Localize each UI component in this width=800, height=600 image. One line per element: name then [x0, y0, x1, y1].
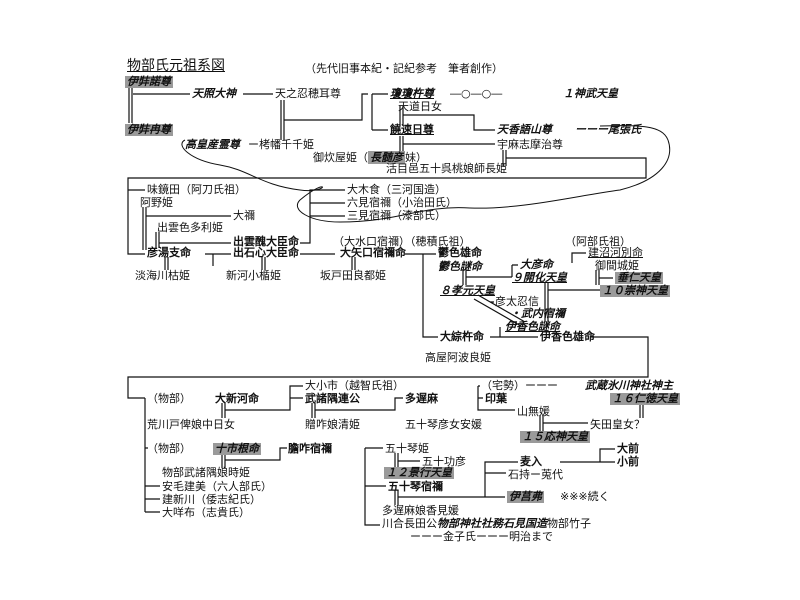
node-ose: 大前: [617, 442, 639, 455]
kawai-label: 川合長田公: [382, 517, 437, 530]
node-izumoshiko: 出雲醜大臣命: [233, 235, 299, 248]
node-izumoshikotome: 出雲色多利姫: [157, 221, 223, 234]
node-oheso: 大綜杵命: [440, 330, 484, 343]
page-title: 物部氏元祖系図: [127, 58, 225, 74]
node-takaya: 高屋阿波良姫: [425, 351, 491, 364]
node-isekotosukune: 五十琴宿禰: [388, 480, 443, 493]
node-umashimaji: 宇麻志摩治尊: [497, 138, 563, 151]
node-niikawa: 新河小楯姫: [226, 269, 281, 282]
node-yasumo: 安毛建美（六人部氏）: [162, 480, 272, 493]
node-mimi: 三見宿禰（漆部氏）: [347, 209, 446, 222]
node-takamimusubi: 高皇産霊尊: [185, 138, 240, 151]
node-kaneko: ーーー金子氏ーーー明治まで: [410, 530, 553, 543]
node-takuhata: ー栲幡千千姫: [248, 138, 314, 151]
node-circles: ―○―○―: [450, 87, 503, 100]
node-ominakuchi: （大水口宿禰）（穂積氏祖）: [333, 235, 471, 248]
node-utsushikome: 鬱色謎命: [438, 260, 482, 273]
node-kagoyama: 天香語山尊: [497, 123, 552, 136]
node-ninigi: 瓊瓊杵尊: [390, 87, 434, 100]
node-ikui: 膽咋宿禰: [288, 442, 332, 455]
node-hikofutooshi: 彦太忍信: [495, 295, 539, 308]
node-kogen: ８孝元天皇: [440, 284, 495, 297]
node-oshihomimi: 天之忍穂耳尊: [275, 87, 341, 100]
node-sakatobe: 坂戸田良都姫: [320, 269, 386, 282]
node-oumikawa: 淡海川枯姫: [135, 269, 190, 282]
node-umashimaji-child: 味鏡田（阿刀氏祖）: [147, 183, 246, 196]
node-ohiko: 大彦命: [520, 258, 553, 271]
node-suinin: 垂仁天皇: [615, 271, 663, 284]
node-abe-so: （阿部氏祖）: [565, 235, 631, 248]
node-hikoyusu: 彦湯支命: [147, 246, 191, 259]
node-oyakuchi: 大矢口宿禰命: [340, 246, 406, 259]
node-ikume: 活目邑五十呉桃娘師長姫: [386, 162, 507, 175]
node-nigihayahi: 饒速日尊: [390, 123, 434, 136]
node-izushigokoro: 出石心大臣命: [233, 246, 299, 259]
mikashiya-end: 妹）: [405, 151, 427, 164]
node-sujin: １０崇神天皇: [600, 284, 670, 297]
node-continue: ※※※続く: [560, 490, 610, 503]
node-yata: 矢田皇女？: [590, 418, 645, 431]
node-owari: ーーー尾張氏: [575, 123, 641, 136]
node-keiko: １２景行天皇: [384, 466, 454, 479]
node-mugiiri: 麦入: [520, 455, 542, 468]
node-ojin: １５応神天皇: [520, 430, 590, 443]
node-ano: 阿野姫: [140, 196, 173, 209]
node-tokihime: 物部武諸隅娘時姫: [162, 466, 250, 479]
iwami-label: 物部神社社務石見国造: [437, 517, 547, 530]
node-arakawa: 荒川戸俾娘中日女: [147, 418, 235, 431]
node-isekotohime: 五十琴姫: [385, 442, 429, 455]
node-kaika: ９開化天皇: [512, 271, 567, 284]
node-kawai-line: 川合長田公物部神社社務石見国造物部竹子: [382, 518, 591, 530]
node-nintoku: １６仁徳天皇: [610, 392, 680, 405]
mikashiya-label: 御炊屋姫（: [313, 151, 368, 164]
node-yamanashi: 山無媛: [517, 405, 550, 418]
node-ikagashikome: 伊香色謎命: [505, 320, 560, 333]
node-izanami: 伊弉冉尊: [125, 123, 173, 136]
node-isekotohiko: 五十功彦: [422, 455, 466, 468]
node-ochi: 大小市（越智氏祖）: [305, 379, 404, 392]
node-mononobe1: （物部）: [147, 392, 191, 405]
node-oniikawa: 大新河命: [215, 392, 259, 405]
node-isekoto-hikome: 五十琴彦女安媛: [405, 418, 482, 431]
node-takenunakawa: 建沼河別命: [588, 246, 643, 259]
node-ikagashikoo: 伊香色雄命: [540, 330, 595, 343]
node-ikofutsu: 伊莒弗: [507, 490, 544, 503]
node-mononobe2: （物部）: [147, 442, 191, 455]
node-takeniikawa: 建新川（倭志紀氏）: [162, 493, 261, 506]
node-okike: 大木食（三河国造）: [347, 183, 446, 196]
node-takemorosumi: 武諸隅連公: [305, 392, 360, 405]
node-amaterasu: 天照大神: [192, 87, 236, 100]
node-takese: （宅勢）ーーー: [481, 379, 558, 392]
node-tochine: 十市根命: [213, 442, 261, 455]
node-jimmu: １神武天皇: [563, 87, 618, 100]
node-kamimihime: 多遅麻娘香見媛: [382, 504, 459, 517]
node-one: 大禰: [233, 209, 255, 222]
node-mumi: 六見宿禰（小治田氏）: [347, 196, 457, 209]
node-mikashiya: 御炊屋姫（長髄彦妹）: [313, 151, 427, 164]
node-inaba: 印葉: [485, 392, 507, 405]
node-ohinofu: 大咩布（志貴氏）: [162, 506, 250, 519]
node-utsushikoo: 鬱色雄命: [438, 246, 482, 259]
node-amenomichi: 天道日女: [398, 100, 442, 113]
node-takenouchi: ・武内宿禰: [510, 307, 565, 320]
node-kose: 小前: [617, 455, 639, 468]
node-izanagi: 伊弉諾尊: [125, 75, 173, 88]
taketsu-label: 物部竹子: [547, 517, 591, 530]
node-mimaki: 御間城姫: [595, 259, 639, 272]
node-tajima: 多遅麻: [405, 392, 438, 405]
nagasune-label: 長髄彦: [368, 151, 405, 164]
node-hikawa: 武蔵氷川神社神主: [585, 379, 673, 392]
node-iwamochi: 石持ー莵代: [508, 468, 563, 481]
node-okui: 贈咋娘清姫: [305, 418, 360, 431]
subtitle: （先代旧事本紀・記紀参考 筆者創作）: [305, 62, 503, 75]
